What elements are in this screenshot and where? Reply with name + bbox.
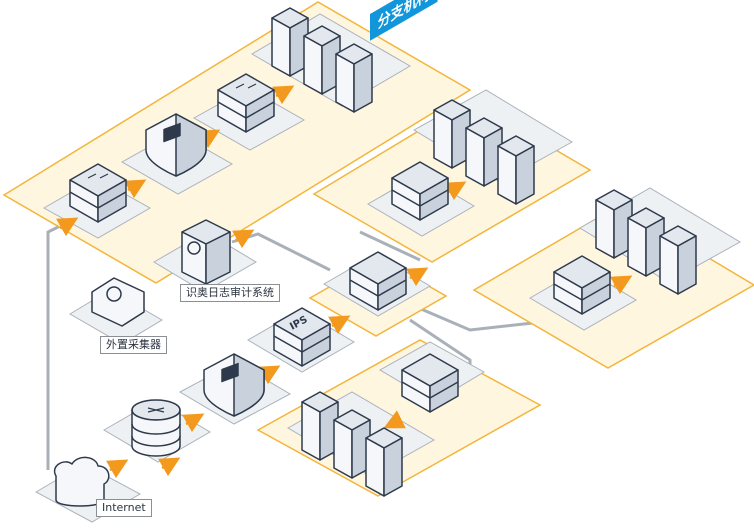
lower-switch [401,353,459,413]
mid-servers [433,99,535,205]
internet-uplink-line [46,224,61,470]
edge-router [131,399,181,457]
flow-arrows [56,85,633,479]
devices [53,7,697,507]
audit-label: 识奥日志审计系统 [180,284,280,302]
collector-label: 外置采集器 [100,336,167,354]
internet-label: Internet [96,499,152,517]
branch-switch [69,163,127,223]
branch-firewall [145,113,207,177]
branch-servers [271,7,373,113]
audit-server [181,219,231,285]
core-to-zone-mid-line [359,230,421,262]
internet-cloud [53,456,110,507]
mid-switch [391,161,449,221]
lower-servers [301,391,403,497]
branch-switch-2 [217,73,275,133]
core-switch [349,251,407,311]
collector-device [91,277,145,327]
ips-device [273,307,331,367]
right-switch [553,255,611,315]
edge-firewall [203,353,265,417]
right-servers [595,189,697,295]
